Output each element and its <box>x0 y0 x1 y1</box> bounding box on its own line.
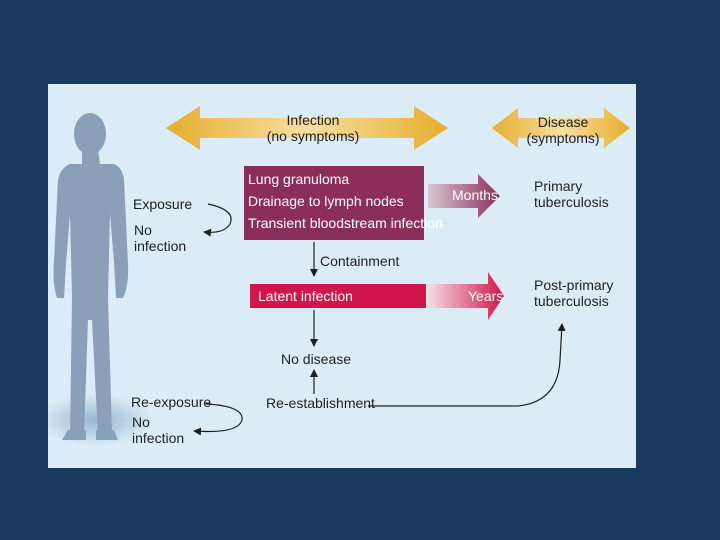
no-infection-label-1: No infection <box>134 222 186 254</box>
no-infection-2-line-1: No <box>132 414 150 430</box>
reactivation-curve-arrow <box>368 323 566 407</box>
primary-tb-line-1: Primary <box>534 178 583 194</box>
diagram-panel: Infection (no symptoms) Disease (symptom… <box>48 84 636 468</box>
disease-double-arrow <box>492 108 630 148</box>
years-arrow <box>428 272 504 320</box>
disease-label-line-2: (symptoms) <box>526 130 600 146</box>
post-primary-tb-line-1: Post-primary <box>534 277 614 293</box>
post-primary-tb-line-2: tuberculosis <box>534 293 609 309</box>
months-label: Months <box>452 187 498 203</box>
latent-infection-label: Latent infection <box>258 288 353 304</box>
no-disease-label: No disease <box>281 351 352 367</box>
human-silhouette-icon <box>53 113 129 440</box>
infection-label-line-1: Infection <box>286 112 340 128</box>
granuloma-line-1: Lung granuloma <box>248 171 350 187</box>
diagram-graphics <box>48 106 630 446</box>
exposure-loop-arrow <box>203 203 232 237</box>
disease-label-line-1: Disease <box>537 114 589 130</box>
infection-label-line-2: (no symptoms) <box>266 128 360 144</box>
latent-infection-box <box>250 284 426 308</box>
granuloma-box <box>244 166 424 240</box>
years-label: Years <box>468 288 504 304</box>
disease-label: Disease (symptoms) <box>518 114 608 146</box>
primary-tb-label: Primary tuberculosis <box>534 178 609 210</box>
infection-double-arrow <box>166 106 448 150</box>
no-infection-2-line-2: infection <box>132 430 185 446</box>
no-infection-1-line-2: infection <box>134 238 187 254</box>
post-primary-tb-label: Post-primary tuberculosis <box>534 277 613 309</box>
exposure-label: Exposure <box>133 196 193 212</box>
re-establishment-label: Re-establishment <box>266 395 375 411</box>
no-infection-label-2: No infection <box>132 414 184 446</box>
re-exposure-label: Re-exposure <box>131 394 212 410</box>
granuloma-line-3: Transient bloodstream infection <box>248 215 443 231</box>
re-exposure-loop-arrow <box>193 403 243 436</box>
primary-tb-line-2: tuberculosis <box>534 194 609 210</box>
months-arrow <box>428 174 500 218</box>
containment-label: Containment <box>320 253 400 269</box>
infection-label: Infection (no symptoms) <box>258 112 368 144</box>
no-infection-1-line-1: No <box>134 222 152 238</box>
granuloma-box-text: Lung granuloma Drainage to lymph nodes T… <box>248 168 443 234</box>
granuloma-line-2: Drainage to lymph nodes <box>248 193 404 209</box>
